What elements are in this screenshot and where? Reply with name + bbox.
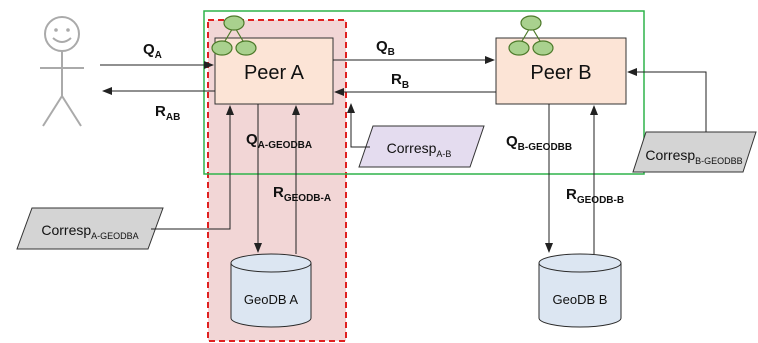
label-rgeodb-a-subscript: GEODB-A <box>284 193 331 204</box>
corresp-a-b-label: Corresp <box>387 140 437 156</box>
label-qa-geodba-subscript: A-GEODBA <box>258 140 312 151</box>
arrow-corresp-ab-to-peer-a <box>347 103 370 148</box>
label-rb-subscript: B <box>402 80 409 91</box>
label-rb: R <box>391 71 402 88</box>
label-qb-geodbb: Q <box>506 133 518 150</box>
arrow-corresp-b-geodbb-to-peer-b <box>627 68 707 132</box>
peer-a-label: Peer A <box>244 62 305 84</box>
label-qb: Q <box>376 38 388 55</box>
label-rab: R <box>155 103 166 120</box>
arrows <box>100 56 707 254</box>
corresp-b-geodbb: CorrespB-GEODBB <box>632 131 757 173</box>
corresp-a-b-subscript: A-B <box>436 149 451 159</box>
svg-text:QA: QA <box>143 41 162 61</box>
label-qb-subscript: B <box>388 47 395 58</box>
peer-b-label: Peer B <box>530 62 591 84</box>
peer-network-frame <box>203 10 645 175</box>
svg-text:RB: RB <box>391 71 409 91</box>
svg-text:CorrespA-GEODBA: CorrespA-GEODBA <box>41 222 138 241</box>
label-rgeodb-a: R <box>273 184 284 201</box>
geodb-a-label: GeoDB A <box>244 292 299 307</box>
svg-text:RGEODB-B: RGEODB-B <box>566 186 624 206</box>
label-rgeodb-b-subscript: GEODB-B <box>577 195 624 206</box>
ontology-tree-icon-a <box>211 15 257 56</box>
label-rab-subscript: AB <box>166 112 180 123</box>
peer-a: Peer A <box>214 37 334 105</box>
user-icon <box>40 16 84 127</box>
corresp-a-b: CorrespA-B <box>358 125 485 168</box>
label-qa-geodba: Q <box>246 131 258 148</box>
label-rgeodb-b: R <box>566 186 577 203</box>
geodb-a: GeoDB A <box>230 253 312 328</box>
peer-b: Peer B <box>495 37 627 105</box>
arrow-corresp-a-geodba-to-peer-a <box>151 105 234 230</box>
label-qa-subscript: A <box>155 50 162 61</box>
svg-text:QA-GEODBA: QA-GEODBA <box>246 131 312 151</box>
label-qa: Q <box>143 41 155 58</box>
label-qb-geodbb-subscript: B-GEODBB <box>518 142 572 153</box>
svg-text:QB: QB <box>376 38 395 58</box>
svg-text:CorrespB-GEODBB: CorrespB-GEODBB <box>645 147 742 166</box>
geodb-b: GeoDB B <box>538 253 622 328</box>
svg-text:RGEODB-A: RGEODB-A <box>273 184 331 204</box>
corresp-b-geodbb-label: Corresp <box>645 147 695 163</box>
corresp-a-geodba-label: Corresp <box>41 222 91 238</box>
corresp-a-geodba-subscript: A-GEODBA <box>91 231 139 241</box>
corresp-b-geodbb-subscript: B-GEODBB <box>695 156 743 166</box>
svg-text:QB-GEODBB: QB-GEODBB <box>506 133 572 153</box>
corresp-a-geodba: CorrespA-GEODBA <box>16 207 164 250</box>
svg-text:CorrespA-B: CorrespA-B <box>387 140 452 159</box>
svg-text:RAB: RAB <box>155 103 180 123</box>
ontology-tree-icon-b <box>508 15 554 56</box>
geodb-b-label: GeoDB B <box>553 292 608 307</box>
